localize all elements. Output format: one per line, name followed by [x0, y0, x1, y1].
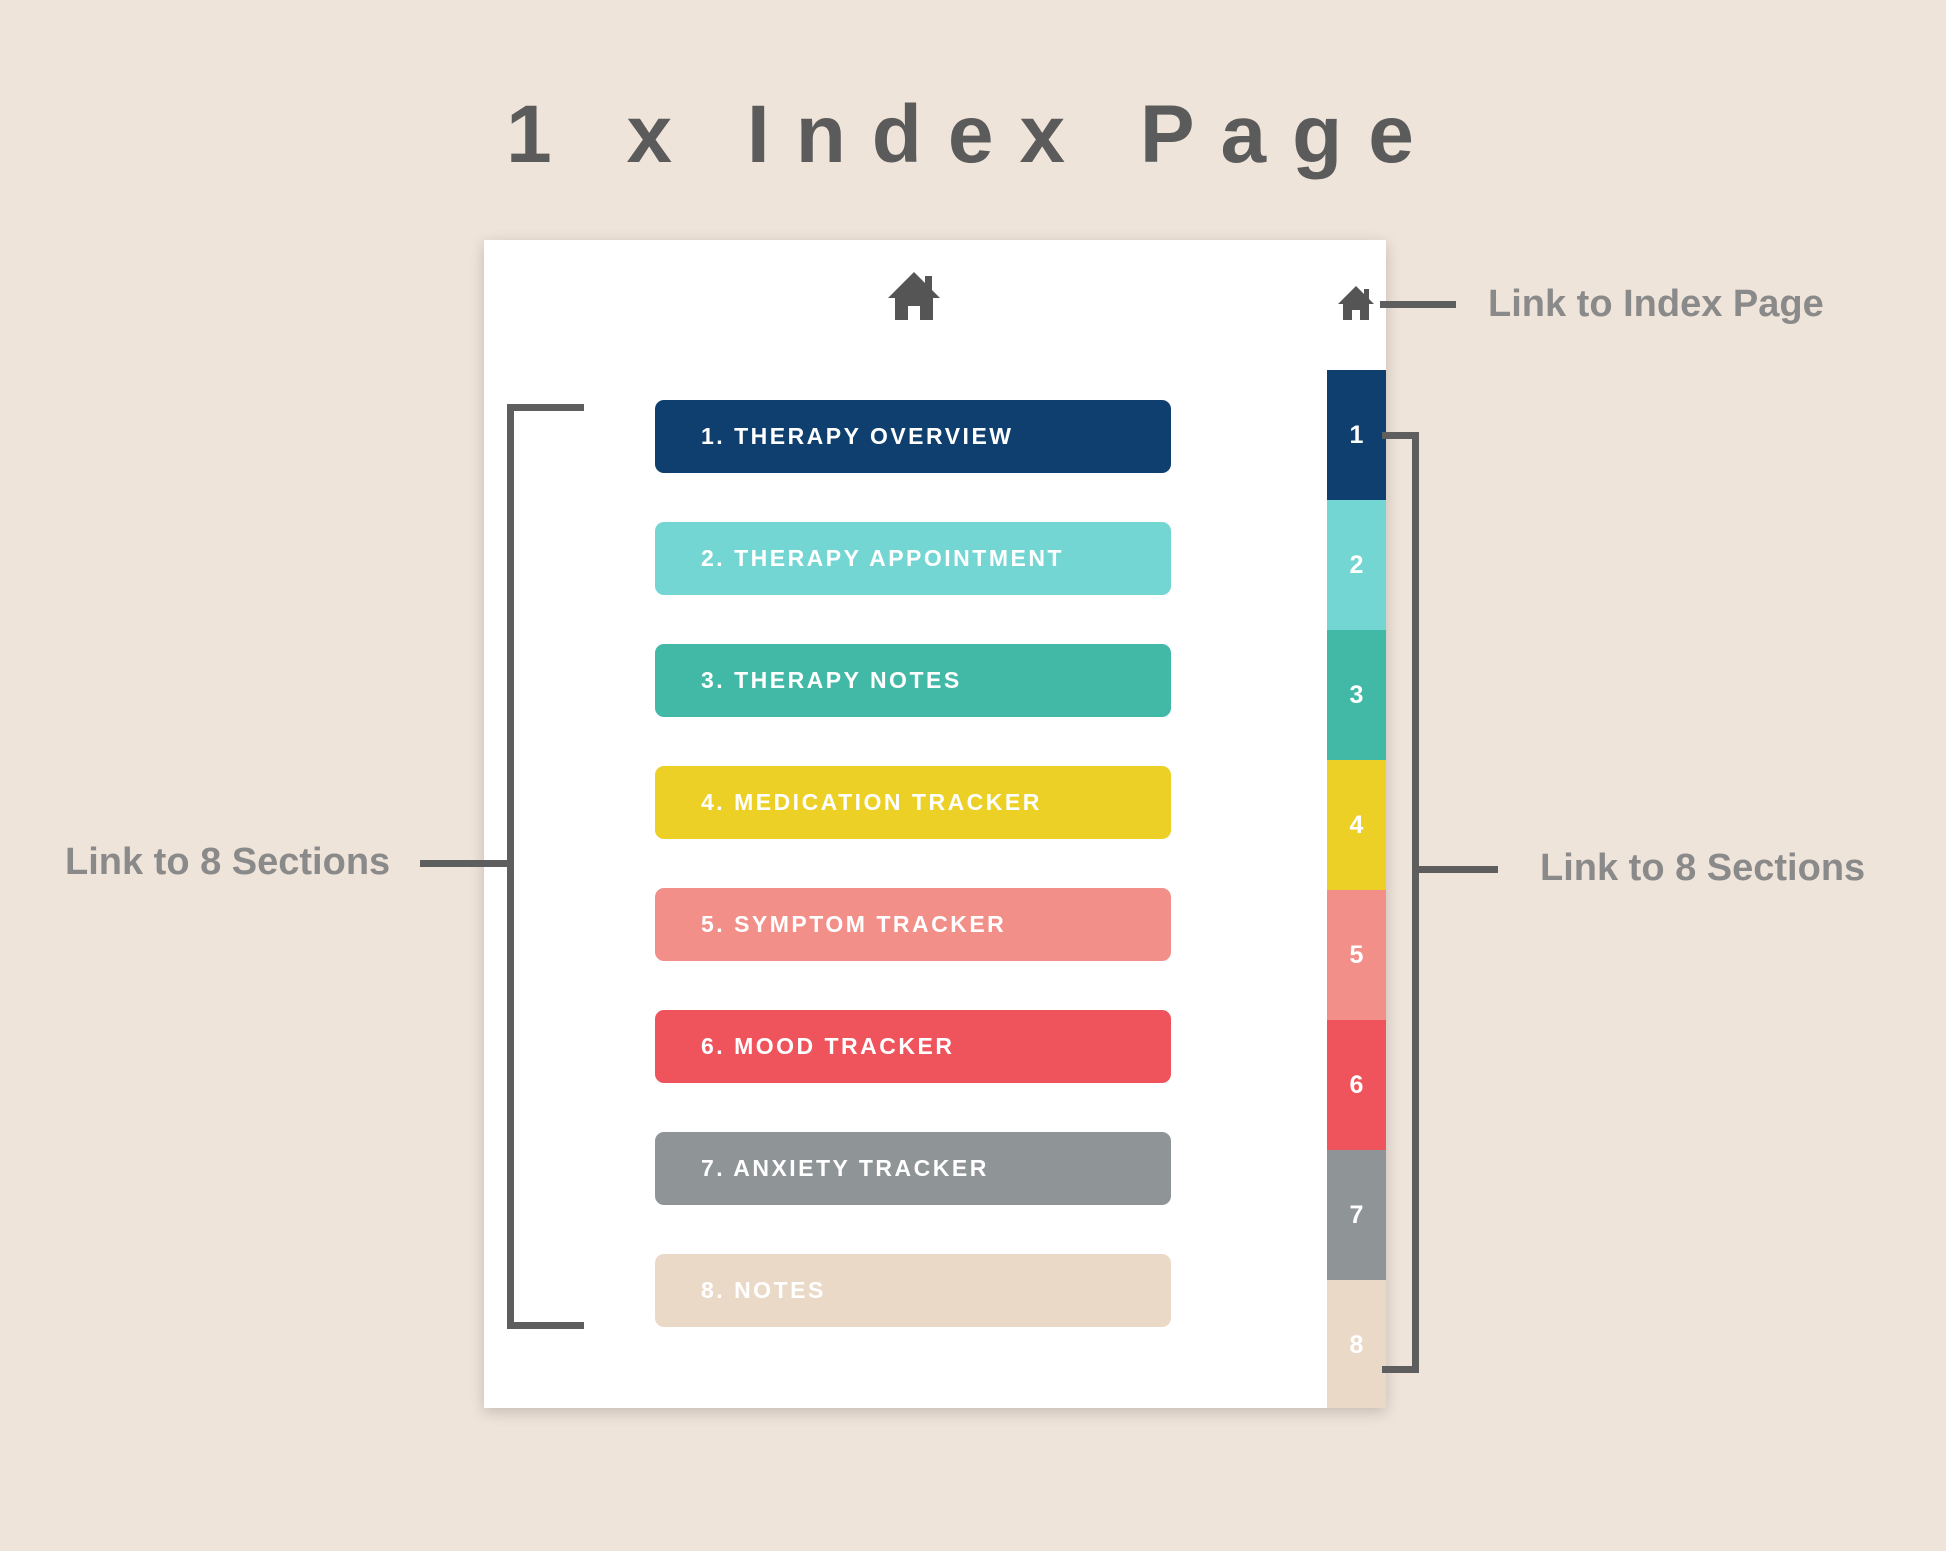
section-button-4[interactable]: 4. MEDICATION TRACKER — [655, 766, 1171, 839]
section-button-7[interactable]: 7. ANXIETY TRACKER — [655, 1132, 1171, 1205]
home-icon[interactable] — [886, 270, 942, 322]
section-button-1[interactable]: 1. THERAPY OVERVIEW — [655, 400, 1171, 473]
section-tab-1[interactable]: 1 — [1327, 370, 1386, 500]
section-tab-3[interactable]: 3 — [1327, 630, 1386, 760]
page-heading: 1 x Index Page — [506, 89, 1440, 180]
right-sections-annotation: Link to 8 Sections — [1540, 847, 1866, 889]
section-tab-4[interactable]: 4 — [1327, 760, 1386, 890]
section-button-5[interactable]: 5. SYMPTOM TRACKER — [655, 888, 1171, 961]
section-button-2[interactable]: 2. THERAPY APPOINTMENT — [655, 522, 1171, 595]
section-tab-6[interactable]: 6 — [1327, 1020, 1386, 1150]
section-tab-2[interactable]: 2 — [1327, 500, 1386, 630]
section-button-3[interactable]: 3. THERAPY NOTES — [655, 644, 1171, 717]
section-tab-5[interactable]: 5 — [1327, 890, 1386, 1020]
right-connector-line — [1412, 866, 1498, 873]
section-button-8[interactable]: 8. NOTES — [655, 1254, 1171, 1327]
home-link-annotation: Link to Index Page — [1488, 283, 1824, 325]
section-button-6[interactable]: 6. MOOD TRACKER — [655, 1010, 1171, 1083]
tab-home-icon[interactable] — [1336, 284, 1376, 322]
index-page: 1. THERAPY OVERVIEW 2. THERAPY APPOINTME… — [484, 240, 1386, 1408]
section-tab-7[interactable]: 7 — [1327, 1150, 1386, 1280]
left-sections-annotation: Link to 8 Sections — [65, 841, 391, 883]
left-bracket — [507, 404, 584, 1329]
section-tab-8[interactable]: 8 — [1327, 1280, 1386, 1408]
home-connector-line — [1380, 301, 1456, 308]
left-connector-line — [420, 860, 510, 867]
right-bracket — [1382, 432, 1419, 1373]
